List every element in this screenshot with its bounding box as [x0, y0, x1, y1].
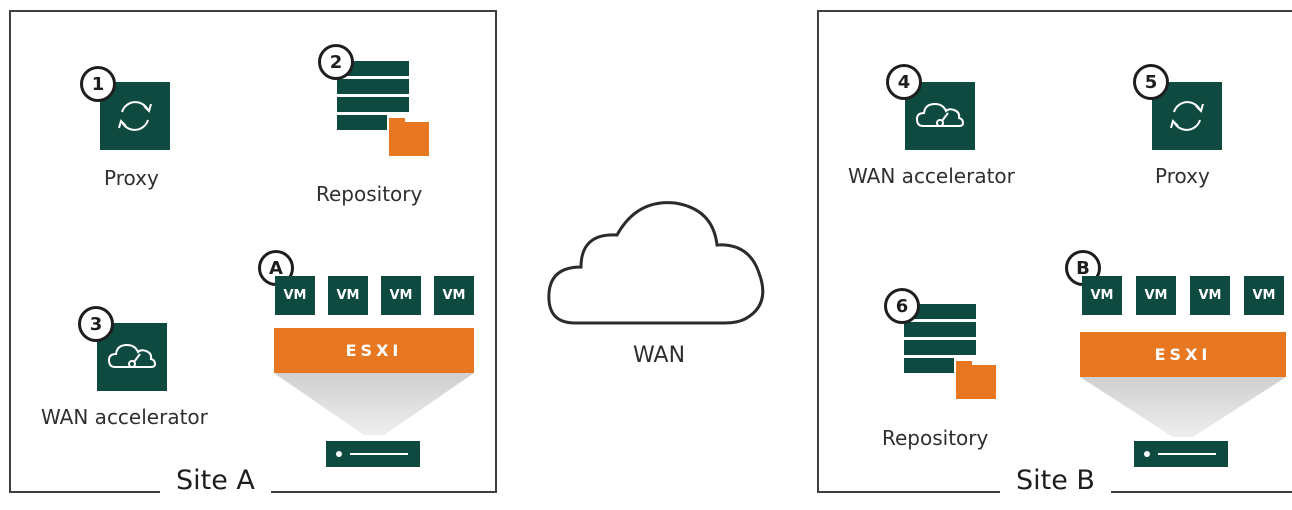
repository-a-icon	[337, 61, 429, 156]
server-icon	[326, 441, 420, 467]
wan-label: WAN	[633, 343, 686, 368]
vm-a-3: VM	[381, 276, 421, 315]
vm-b-3: VM	[1190, 276, 1230, 315]
repository-a-label: Repository	[316, 182, 423, 206]
site-a-label: Site A	[160, 466, 271, 496]
vm-b-1: VM	[1082, 276, 1122, 315]
repository-b-label: Repository	[882, 426, 989, 450]
server-icon	[1134, 441, 1228, 467]
vm-b-2: VM	[1136, 276, 1176, 315]
proxy-b-badge: 5	[1133, 64, 1169, 100]
funnel-b	[1080, 377, 1286, 437]
esxi-a: ESXI	[274, 328, 474, 373]
proxy-b-tile	[1152, 82, 1222, 150]
cloud-icon	[547, 201, 765, 325]
wan-accelerator-a-label: WAN accelerator	[41, 405, 208, 429]
site-b-label: Site B	[1000, 466, 1111, 496]
vm-a-4: VM	[434, 276, 474, 315]
cloud-gauge-icon	[107, 343, 157, 368]
proxy-a-label: Proxy	[104, 166, 159, 190]
wan-accelerator-a-badge: 3	[78, 306, 114, 342]
wan-accelerator-b-badge: 4	[886, 64, 922, 100]
proxy-a-badge: 1	[80, 66, 116, 102]
refresh-icon	[118, 101, 152, 131]
vm-b-4: VM	[1244, 276, 1284, 315]
repository-b-badge: 6	[884, 288, 920, 324]
funnel-a	[274, 373, 474, 435]
proxy-b-label: Proxy	[1155, 164, 1210, 188]
repository-b-icon	[904, 304, 996, 399]
refresh-icon	[1170, 101, 1204, 131]
vm-a-1: VM	[275, 276, 315, 315]
esxi-b: ESXI	[1080, 332, 1286, 377]
wan-accelerator-b-label: WAN accelerator	[848, 164, 1015, 188]
vm-a-2: VM	[328, 276, 368, 315]
repository-a-badge: 2	[318, 44, 354, 80]
cloud-gauge-icon	[915, 102, 965, 127]
